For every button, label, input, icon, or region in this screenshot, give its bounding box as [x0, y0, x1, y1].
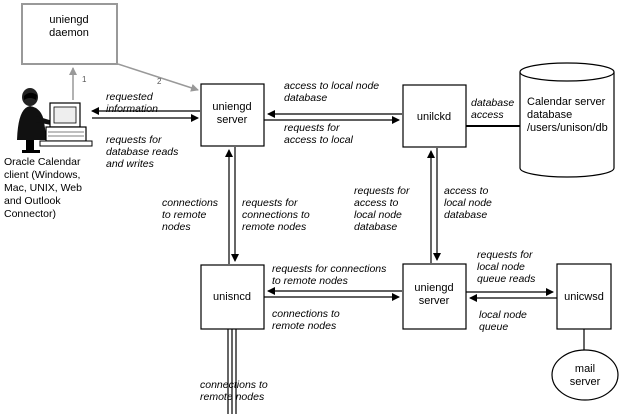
label-requests-access-local: requests for access to local [284, 122, 354, 146]
arrow-daemon-to-server [117, 63, 199, 92]
label-database-access: database access [471, 97, 517, 121]
client-label: Oracle Calendar client (Windows, Mac, UN… [4, 156, 85, 220]
label-local-node-queue: local node queue [479, 309, 530, 333]
svg-text:unisncd: unisncd [213, 291, 251, 303]
client-computer-icon [17, 88, 93, 153]
label-access-local-db-top: access to local node database [284, 80, 382, 104]
unicwsd-box: unicwsd [556, 263, 612, 330]
remote-connection-lines [227, 329, 237, 414]
label-requests-access-local-node: requests for access to local node databa… [354, 185, 412, 233]
step-1-label: 1 [82, 75, 87, 84]
label-requests-connections-mid: requests for connections to remote nodes [242, 197, 313, 233]
label-access-local-node-db: access to local node database [444, 185, 495, 221]
label-requests-queue-reads: requests for local node queue reads [477, 249, 536, 285]
label-connections-remote-left: connections to remote nodes [162, 197, 221, 233]
svg-text:unicwsd: unicwsd [564, 291, 604, 303]
label-requests-connections-bottom: requests for connections to remote nodes [272, 263, 389, 287]
label-requests-db-reads: requests for database reads and writes [106, 134, 181, 170]
unilckd-box: unilckd [402, 84, 467, 148]
unisncd-box: unisncd [200, 264, 265, 330]
label-requested-information: requested information [106, 91, 158, 115]
label-connections-remote-footer: connections to remote nodes [200, 379, 271, 403]
svg-text:unilckd: unilckd [417, 111, 451, 123]
step-2-label: 2 [157, 77, 162, 86]
label-connections-remote-bottom: connections to remote nodes [272, 308, 343, 332]
